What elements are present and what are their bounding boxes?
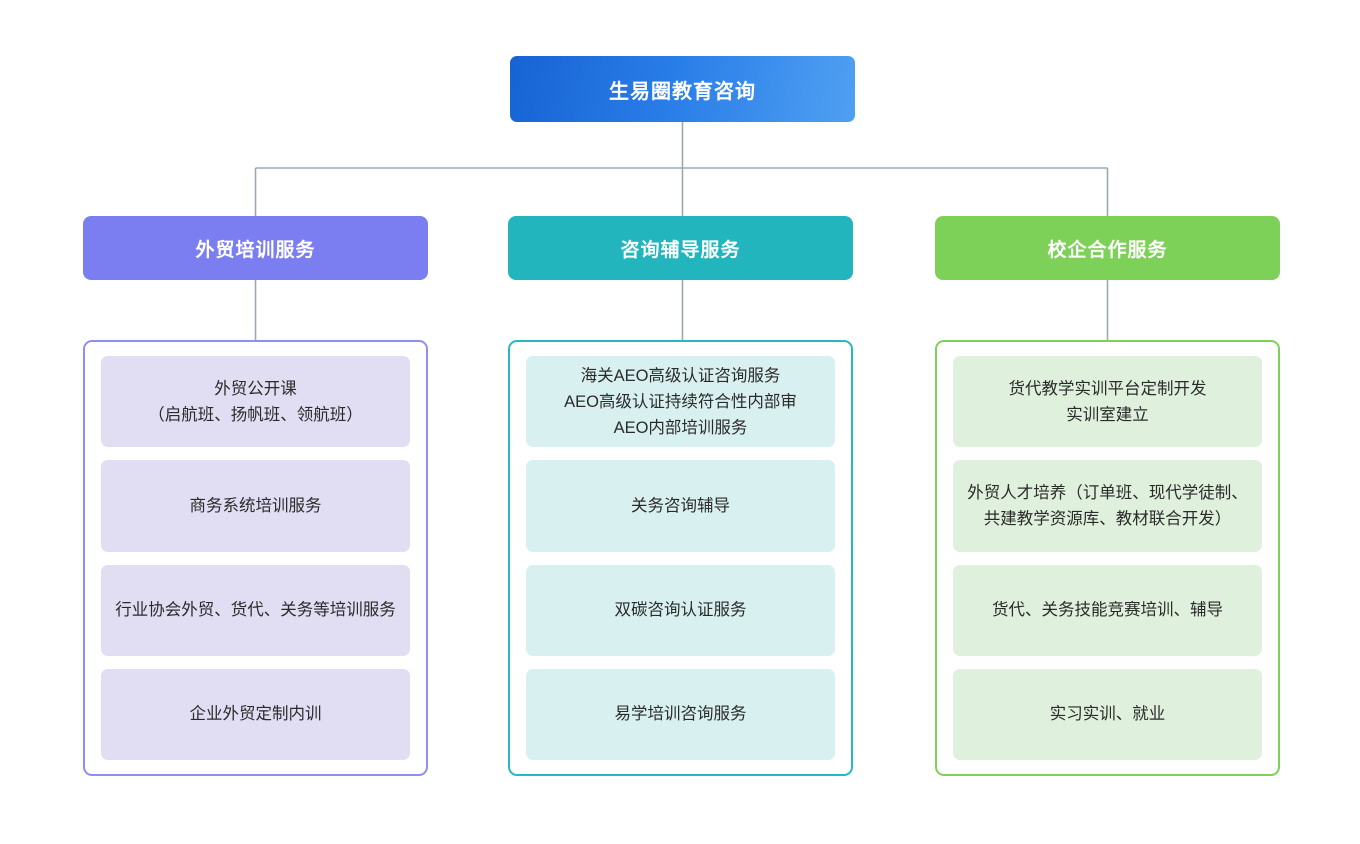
branch-body-consulting: 海关AEO高级认证咨询服务 AEO高级认证持续符合性内部审 AEO内部培训服务 … — [508, 340, 853, 776]
branch-column-training: 外贸培训服务 外贸公开课 （启航班、扬帆班、领航班） 商务系统培训服务 行业协会… — [83, 216, 428, 776]
service-card[interactable]: 关务咨询辅导 — [526, 460, 835, 552]
root-node[interactable]: 生易圈教育咨询 — [510, 56, 855, 122]
service-card[interactable]: 货代教学实训平台定制开发 实训室建立 — [953, 356, 1262, 448]
root-node-label: 生易圈教育咨询 — [609, 80, 756, 103]
branch-header-school-enterprise[interactable]: 校企合作服务 — [935, 216, 1280, 280]
service-card[interactable]: 商务系统培训服务 — [101, 460, 410, 552]
service-card[interactable]: 双碳咨询认证服务 — [526, 564, 835, 656]
branch-header-label: 外贸培训服务 — [195, 239, 316, 261]
branch-body-school-enterprise: 货代教学实训平台定制开发 实训室建立 外贸人才培养（订单班、现代学徒制、共建教学… — [935, 340, 1280, 776]
service-card[interactable]: 企业外贸定制内训 — [101, 668, 410, 760]
branch-body-training: 外贸公开课 （启航班、扬帆班、领航班） 商务系统培训服务 行业协会外贸、货代、关… — [83, 340, 428, 776]
service-card[interactable]: 外贸人才培养（订单班、现代学徒制、共建教学资源库、教材联合开发） — [953, 460, 1262, 552]
service-card[interactable]: 海关AEO高级认证咨询服务 AEO高级认证持续符合性内部审 AEO内部培训服务 — [526, 356, 835, 448]
service-card[interactable]: 行业协会外贸、货代、关务等培训服务 — [101, 564, 410, 656]
branch-header-label: 咨询辅导服务 — [620, 239, 741, 261]
service-card[interactable]: 实习实训、就业 — [953, 668, 1262, 760]
service-card[interactable]: 货代、关务技能竞赛培训、辅导 — [953, 564, 1262, 656]
branch-header-label: 校企合作服务 — [1047, 239, 1168, 261]
branch-header-training[interactable]: 外贸培训服务 — [83, 216, 428, 280]
branch-column-consulting: 咨询辅导服务 海关AEO高级认证咨询服务 AEO高级认证持续符合性内部审 AEO… — [508, 216, 853, 776]
service-card[interactable]: 外贸公开课 （启航班、扬帆班、领航班） — [101, 356, 410, 448]
service-card[interactable]: 易学培训咨询服务 — [526, 668, 835, 760]
branch-column-school-enterprise: 校企合作服务 货代教学实训平台定制开发 实训室建立 外贸人才培养（订单班、现代学… — [935, 216, 1280, 776]
branch-header-consulting[interactable]: 咨询辅导服务 — [508, 216, 853, 280]
